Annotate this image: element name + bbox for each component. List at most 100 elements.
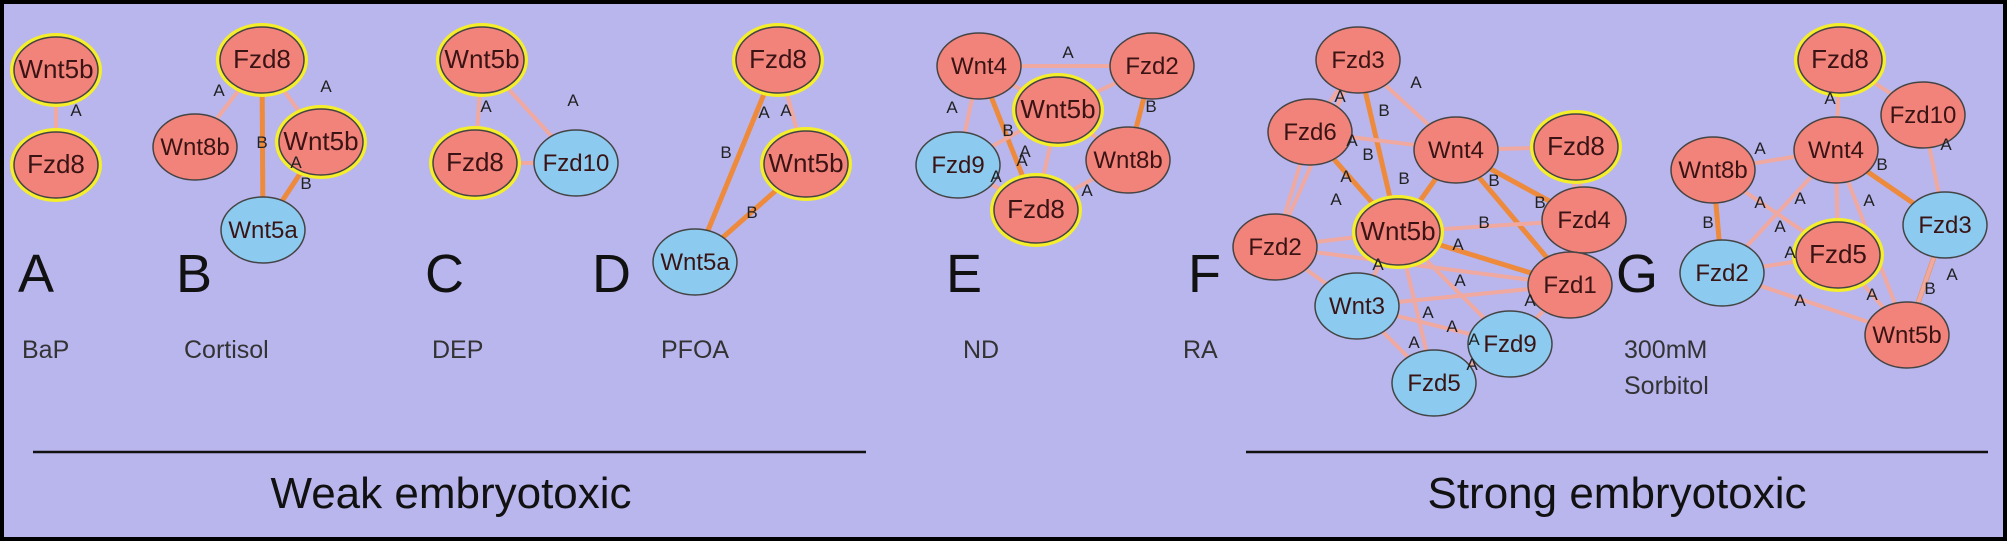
node-label: Fzd8: [1007, 194, 1065, 224]
edge-label: A: [1452, 235, 1464, 254]
node-label: Fzd3: [1331, 47, 1384, 74]
node-ellipse: [1679, 239, 1765, 307]
edge-label: A: [1774, 217, 1786, 236]
node-ellipse: [1015, 76, 1101, 144]
node-label: Fzd8: [749, 44, 807, 74]
node-label: Wnt3: [1329, 293, 1385, 320]
node-ellipse: [533, 129, 619, 197]
edge-label: A: [1422, 303, 1434, 322]
panel-condition: RA: [1183, 336, 1218, 364]
node-label: Wnt8b: [160, 134, 229, 161]
node-ellipse: [1793, 116, 1879, 184]
edge-label: A: [1334, 87, 1346, 106]
node-ellipse: [1533, 113, 1619, 181]
node-wnt5b: Wnt5b: [760, 127, 852, 201]
panel-condition: Cortisol: [184, 336, 269, 364]
edge-label: B: [746, 203, 757, 222]
node-ellipse: [13, 131, 99, 199]
node-ellipse: [13, 36, 99, 104]
node-wnt5b: Wnt5b: [1352, 195, 1444, 269]
panel-letter: F: [1188, 244, 1221, 304]
panel-letter: G: [1616, 244, 1658, 304]
edge-label: B: [1398, 169, 1409, 188]
node-fzd10: Fzd10: [533, 129, 619, 197]
node-label: Fzd8: [446, 147, 504, 177]
node-ellipse: [652, 228, 738, 296]
node-fzd8: Fzd8: [990, 173, 1082, 247]
node-wnt4: Wnt4: [936, 32, 1022, 100]
node-label: Wnt4: [1428, 137, 1484, 164]
group-label-weak: Weak embryotoxic: [270, 469, 631, 518]
node-label: Wnt5b: [444, 44, 519, 74]
edge-label: B: [1924, 279, 1935, 298]
node-fzd8: Fzd8: [1794, 23, 1886, 97]
node-fzd5: Fzd5: [1792, 218, 1884, 292]
node-ellipse: [1109, 32, 1195, 100]
edge-label: B: [720, 143, 731, 162]
node-ellipse: [763, 130, 849, 198]
node-label: Wnt4: [951, 53, 1007, 80]
node-ellipse: [1413, 116, 1499, 184]
node-ellipse: [1880, 81, 1966, 149]
node-label: Fzd8: [1811, 44, 1869, 74]
node-fzd1: Fzd1: [1527, 251, 1613, 319]
edge-fzd2-fzd1: [1273, 245, 1572, 287]
edge-label: A: [480, 97, 492, 116]
node-label: Fzd10: [543, 150, 610, 177]
node-fzd4: Fzd4: [1541, 186, 1627, 254]
edge-label: A: [1468, 330, 1480, 349]
node-label: Wnt5b: [768, 148, 843, 178]
node-ellipse: [915, 131, 1001, 199]
node-ellipse: [1797, 26, 1883, 94]
node-ellipse: [278, 108, 364, 176]
node-fzd8: Fzd8: [10, 128, 102, 202]
edge-label: B: [1702, 213, 1713, 232]
edge-label: B: [1362, 145, 1373, 164]
edge-label: A: [290, 153, 302, 172]
edge-label: A: [1408, 333, 1420, 352]
node-wnt4: Wnt4: [1413, 116, 1499, 184]
node-fzd9: Fzd9: [1467, 310, 1553, 378]
panel-condition: BaP: [22, 336, 69, 364]
edge-label: A: [1016, 151, 1028, 170]
node-label: Wnt8b: [1678, 157, 1747, 184]
node-ellipse: [220, 196, 306, 264]
node-label: Fzd5: [1809, 239, 1867, 269]
panel-condition: Sorbitol: [1624, 372, 1709, 400]
node-wnt5b: Wnt5b: [1012, 73, 1104, 147]
node-fzd2: Fzd2: [1109, 32, 1195, 100]
node-wnt5b: Wnt5b: [275, 105, 367, 179]
node-fzd2: Fzd2: [1679, 239, 1765, 307]
edge-label: A: [70, 101, 82, 120]
node-label: Wnt5b: [1360, 216, 1435, 246]
edge-label: A: [1340, 167, 1352, 186]
edge-label: A: [1940, 135, 1952, 154]
node-ellipse: [1314, 272, 1400, 340]
node-fzd2: Fzd2: [1232, 213, 1318, 281]
edge-label: A: [946, 98, 958, 117]
node-ellipse: [439, 26, 525, 94]
node-ellipse: [1355, 198, 1441, 266]
edge-label: A: [1446, 317, 1458, 336]
panel-condition: ND: [963, 336, 999, 364]
panel-letter: C: [425, 244, 464, 304]
panel-g: Fzd8Fzd10Wnt8bWnt4Fzd3Fzd2Fzd5Wnt5bAABBA…: [1616, 23, 1988, 400]
edge-label: B: [256, 133, 267, 152]
node-label: Wnt8b: [1093, 147, 1162, 174]
node-label: Wnt5a: [660, 249, 730, 276]
edge-label: A: [1410, 73, 1422, 92]
node-ellipse: [1267, 98, 1353, 166]
node-label: Fzd2: [1695, 260, 1748, 287]
edge-label: B: [300, 174, 311, 193]
node-fzd10: Fzd10: [1880, 81, 1966, 149]
node-label: Wnt5b: [1020, 94, 1095, 124]
edge-label: B: [1534, 193, 1545, 212]
node-fzd9: Fzd9: [915, 131, 1001, 199]
edge-label: A: [1466, 355, 1478, 374]
edge-label: A: [990, 167, 1002, 186]
node-ellipse: [219, 26, 305, 94]
edge-label: B: [1378, 101, 1389, 120]
